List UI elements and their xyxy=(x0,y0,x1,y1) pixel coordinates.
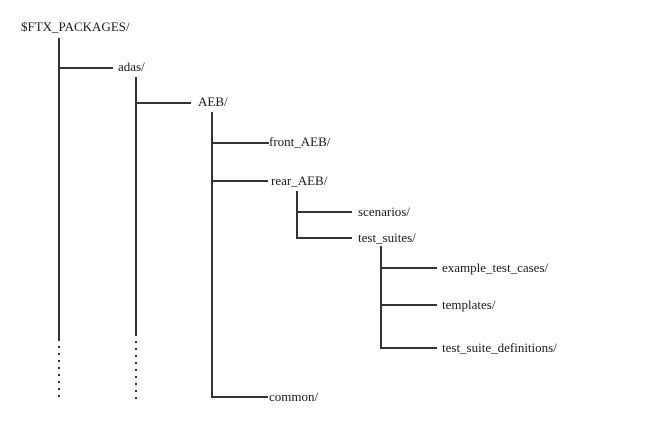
node-test-suite-definitions: test_suite_definitions/ xyxy=(442,340,557,355)
node-rear-aeb: rear_AEB/ xyxy=(271,173,328,188)
node-root: $FTX_PACKAGES/ xyxy=(21,19,130,34)
node-adas: adas/ xyxy=(118,59,145,74)
node-example-test-cases: example_test_cases/ xyxy=(442,260,549,275)
node-common: common/ xyxy=(269,389,319,404)
node-front-aeb: front_AEB/ xyxy=(269,134,331,149)
node-aeb: AEB/ xyxy=(198,94,228,109)
node-scenarios: scenarios/ xyxy=(358,204,410,219)
node-templates: templates/ xyxy=(442,297,496,312)
node-test-suites: test_suites/ xyxy=(358,230,416,245)
